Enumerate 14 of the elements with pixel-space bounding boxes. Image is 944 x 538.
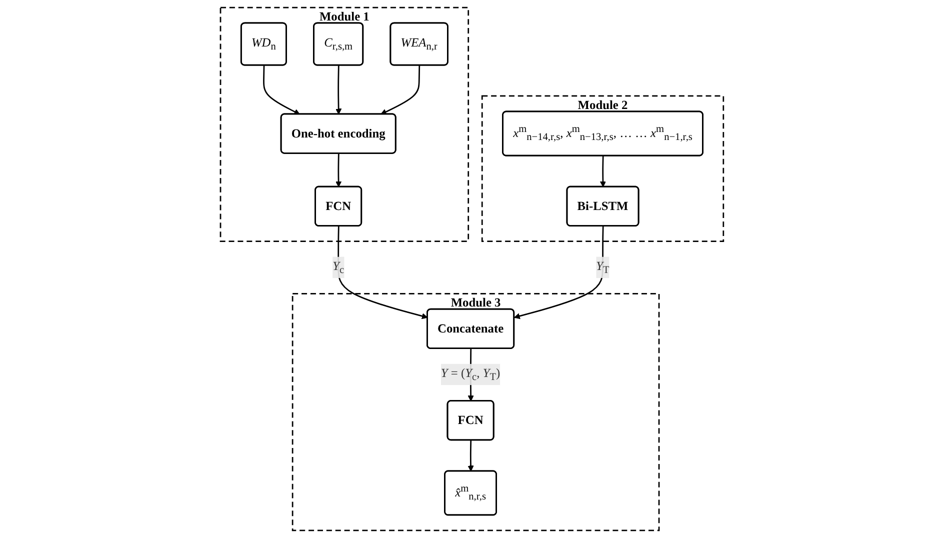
arrow [336, 153, 342, 188]
arrow [263, 65, 300, 115]
arrow [468, 440, 474, 472]
arrow [338, 226, 428, 320]
cluster [292, 292, 660, 532]
arrow [514, 226, 604, 320]
arrow [336, 65, 342, 115]
edge-label: Y$_{c}$ [332, 258, 344, 276]
arrow [600, 156, 606, 188]
cluster [220, 6, 470, 242]
arrow [380, 65, 420, 115]
cluster [481, 95, 724, 242]
edge-label: Y$_{T}$ [596, 258, 610, 276]
edge-label: Y = (Y$_{c}$, Y$_{T}$) [440, 366, 500, 383]
